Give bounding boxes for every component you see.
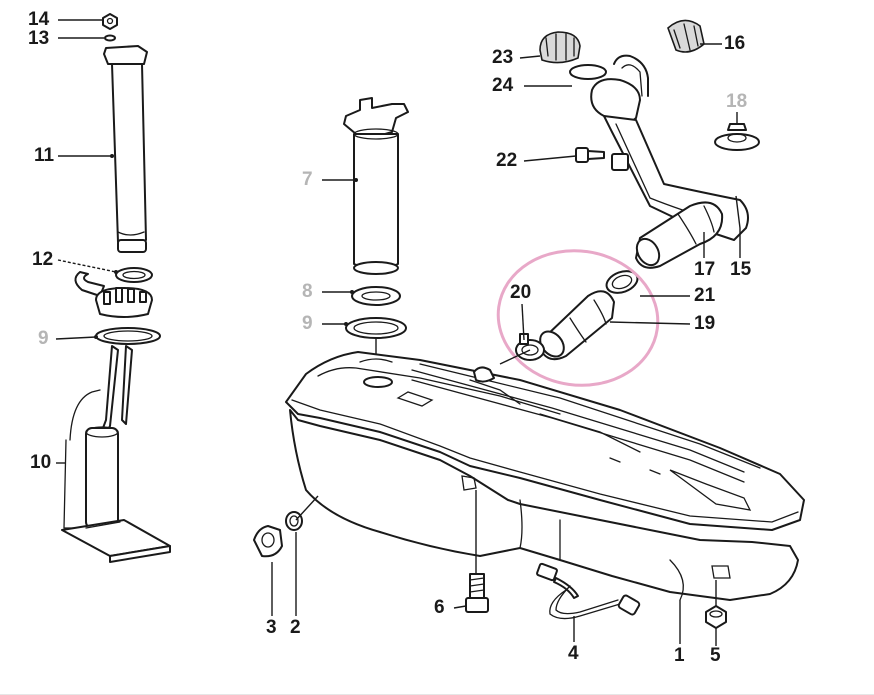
part-24-seal-ring-drawing: [569, 64, 607, 80]
part-11-pump-tube-drawing: [103, 45, 148, 253]
callout-9-left: 9: [38, 328, 49, 349]
callout-7: 7: [302, 169, 313, 190]
callout-9-center: 9: [302, 313, 313, 334]
callout-19: 19: [694, 313, 716, 334]
callout-8: 8: [302, 281, 313, 302]
part-16-cover-drawing: [667, 19, 705, 53]
part-7-tube-drawing: [343, 97, 409, 275]
part-18-grommet-drawing: [714, 123, 760, 151]
part-19-hose-drawing: [539, 290, 615, 361]
callout-5: 5: [710, 645, 721, 666]
callout-4: 4: [568, 643, 579, 664]
leader-lines: [55, 19, 741, 646]
callout-1: 1: [674, 645, 685, 666]
part-4-fuel-line-drawing: [536, 562, 641, 620]
part-5-nut-drawing: [705, 605, 727, 629]
callout-10: 10: [30, 452, 52, 473]
callout-2: 2: [290, 617, 301, 638]
part-2-seal-washer-drawing: [285, 511, 303, 531]
callout-20: 20: [510, 282, 532, 303]
callout-6: 6: [434, 597, 445, 618]
callout-21: 21: [694, 285, 716, 306]
part-23-filler-cap-drawing: [539, 31, 581, 64]
callout-18: 18: [726, 91, 748, 112]
callout-11: 11: [34, 145, 55, 166]
callout-17: 17: [694, 259, 716, 280]
callout-16: 16: [724, 33, 746, 54]
callout-14: 14: [28, 9, 50, 30]
part-9-o-ring-drawing: [345, 317, 407, 339]
highlight-circle: [496, 249, 660, 387]
part-22-bolt-drawing: [575, 147, 605, 163]
callout-22: 22: [496, 150, 518, 171]
part-1-fuel-tank-drawing: [285, 351, 805, 601]
part-17-hose-drawing: [635, 201, 724, 269]
part-14-nut-drawing: [102, 13, 118, 30]
part-3-drain-plug-drawing: [253, 525, 283, 558]
callout-12: 12: [32, 249, 54, 270]
callout-23: 23: [492, 47, 514, 68]
callout-13: 13: [28, 28, 50, 49]
part-10-sender-unit-drawing: [61, 271, 171, 563]
part-12-o-ring-drawing: [115, 267, 153, 283]
part-13-washer-drawing: [104, 34, 116, 42]
callout-24: 24: [492, 75, 514, 96]
callout-15: 15: [730, 259, 752, 280]
part-8-seal-ring-drawing: [351, 286, 401, 306]
part-6-bolt-drawing: [465, 573, 489, 613]
callout-3: 3: [266, 617, 277, 638]
